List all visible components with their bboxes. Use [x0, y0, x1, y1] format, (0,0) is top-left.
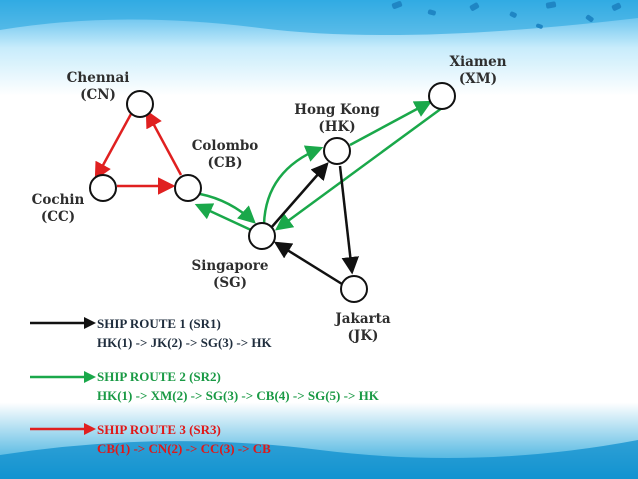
label-colombo-code: (CB) [207, 155, 243, 171]
route1-edge-jk-sg [273, 241, 343, 286]
node-xiamen [428, 82, 456, 110]
legend-route3-path: CB(1) -> CN(2) -> CC(3) -> CB [97, 441, 271, 456]
label-singapore-code: (SG) [212, 275, 248, 291]
label-chennai-code: (CN) [80, 87, 116, 103]
node-chennai [126, 90, 154, 118]
legend-route1-path: HK(1) -> JK(2) -> SG(3) -> HK [97, 335, 272, 350]
label-hongkong-name: Hong Kong [294, 102, 380, 118]
label-xiamen-name: Xiamen [449, 54, 507, 70]
label-jakarta-code: (JK) [347, 328, 379, 344]
node-colombo [174, 174, 202, 202]
label-hongkong-code: (HK) [318, 119, 356, 135]
label-colombo-name: Colombo [191, 138, 259, 154]
legend-route1: SHIP ROUTE 1 (SR1) HK(1) -> JK(2) -> SG(… [97, 314, 272, 352]
route2-edge-hk-xm [349, 100, 433, 147]
label-hongkong: Hong Kong (HK) [294, 102, 379, 136]
legend-route3: SHIP ROUTE 3 (SR3) CB(1) -> CN(2) -> CC(… [97, 420, 271, 458]
node-cochin [89, 174, 117, 202]
route2-edge-sg-cb [194, 203, 252, 232]
route3-edge-cb-cn [145, 109, 183, 176]
label-xiamen-code: (XM) [458, 71, 498, 87]
route2-edge-xm-sg [274, 106, 443, 231]
route3-edge-cn-cc [94, 113, 133, 181]
legend-route3-arrow [30, 423, 96, 435]
label-chennai-name: Chennai [66, 70, 130, 86]
route2-edge-sg-hk [262, 145, 324, 225]
legend-route2-arrow [30, 371, 96, 383]
label-chennai: Chennai (CN) [67, 70, 130, 104]
node-singapore [248, 222, 276, 250]
label-cochin-name: Cochin [31, 192, 85, 208]
legend-route1-arrow [30, 317, 96, 329]
node-hongkong [323, 137, 351, 165]
legend-route2-path: HK(1) -> XM(2) -> SG(3) -> CB(4) -> SG(5… [97, 388, 379, 403]
label-colombo: Colombo (CB) [192, 138, 259, 172]
route1-edge-hk-jk [338, 165, 360, 275]
label-cochin: Cochin (CC) [32, 192, 85, 226]
label-xiamen: Xiamen (XM) [449, 54, 506, 88]
label-singapore: Singapore (SG) [191, 258, 268, 292]
node-jakarta [340, 275, 368, 303]
label-cochin-code: (CC) [40, 209, 76, 225]
label-singapore-name: Singapore [191, 258, 269, 274]
label-jakarta-name: Jakarta [335, 311, 391, 327]
legend-route2-title: SHIP ROUTE 2 (SR2) [97, 369, 221, 384]
legend-route3-title: SHIP ROUTE 3 (SR3) [97, 422, 221, 437]
label-jakarta: Jakarta (JK) [335, 311, 390, 345]
route1-edge-sg-hk [269, 162, 329, 230]
route2-edge-cb-sg [199, 192, 256, 224]
legend-route2: SHIP ROUTE 2 (SR2) HK(1) -> XM(2) -> SG(… [97, 367, 379, 405]
legend-route1-title: SHIP ROUTE 1 (SR1) [97, 316, 221, 331]
